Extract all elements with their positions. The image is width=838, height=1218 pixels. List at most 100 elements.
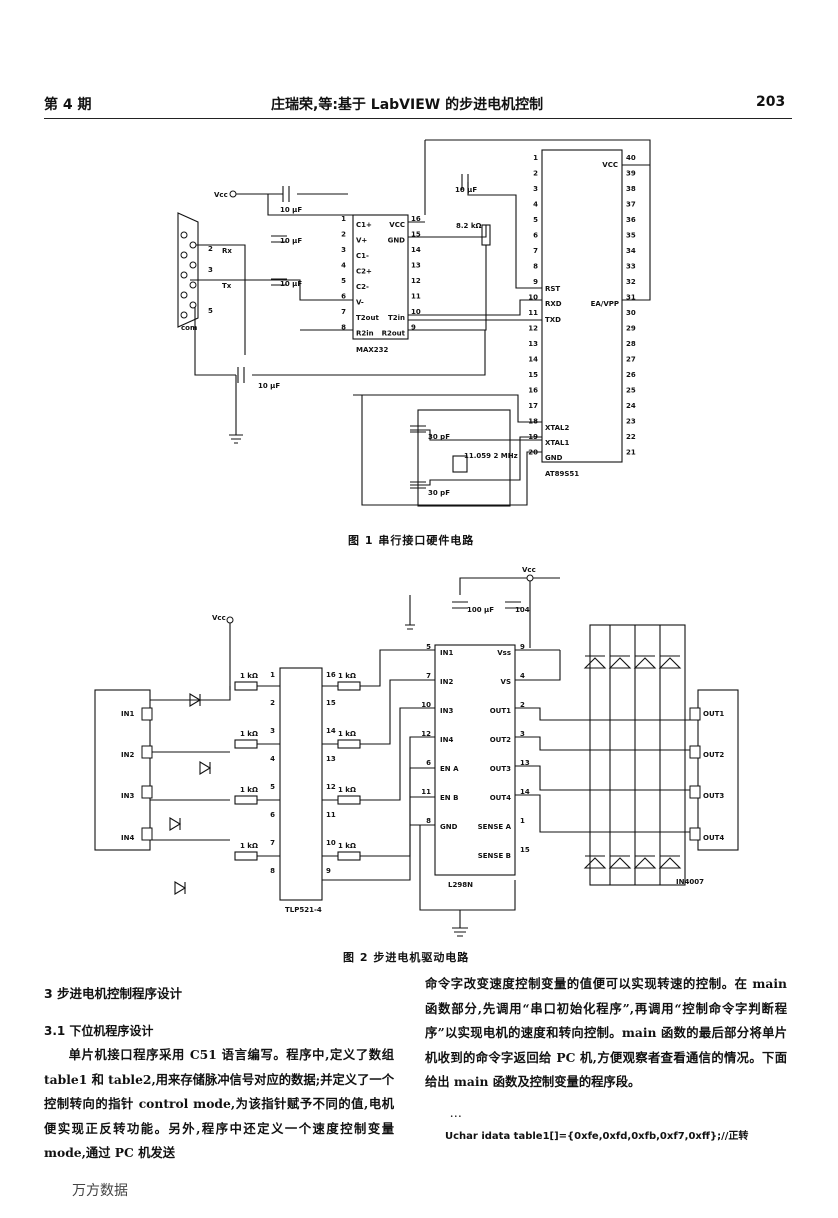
opto-pin-number: 8: [270, 867, 275, 875]
mcu-pin-number: 36: [626, 216, 636, 224]
l298-pin-number: 5: [426, 643, 431, 651]
mcu-pin-number: 31: [626, 294, 636, 302]
resistor-label: 1 kΩ: [338, 786, 356, 794]
section-3-heading: 3 步进电机控制程序设计: [44, 986, 183, 1001]
max232-pin-number: 5: [341, 277, 346, 285]
l298-pin-label: VS: [501, 678, 511, 686]
output-port-label: OUT2: [703, 751, 724, 759]
l298-pin-number: 1: [520, 817, 525, 825]
opto-pin-number: 2: [270, 699, 275, 707]
max232-pin-label: T2in: [388, 314, 405, 322]
mcu-pin-number: 24: [626, 402, 636, 410]
running-title: 庄瑞荣,等:基于 LabVIEW 的步进电机控制: [271, 97, 544, 113]
max232-pin-label: R2out: [382, 330, 406, 338]
right-column: 命令字改变速度控制变量的值便可以实现转速的控制。在 main 函数部分,先调用“…: [425, 972, 787, 1150]
mcu-pin-number: 32: [626, 278, 636, 286]
mcu-ea-label: EA/VPP: [591, 300, 619, 308]
mcu-pin-number: 3: [533, 185, 538, 193]
mcu-txd-label: TXD: [545, 316, 561, 324]
input-port-label: IN2: [121, 751, 134, 759]
cap-10uf-label: 10 μF: [280, 237, 302, 245]
max232-pin-number: 10: [411, 308, 421, 316]
l298-pin-number: 9: [520, 643, 525, 651]
mcu-pin-number: 14: [528, 356, 538, 364]
l298-pin-label: IN4: [440, 736, 453, 744]
opto-pin-number: 14: [326, 727, 336, 735]
output-port-label: OUT1: [703, 710, 724, 718]
mcu-pin-number: 38: [626, 185, 636, 193]
rx-label: Rx: [222, 247, 232, 255]
l298-pin-number: 10: [421, 701, 431, 709]
mcu-pin-number: 7: [533, 247, 538, 255]
resistor-label: 1 kΩ: [240, 730, 258, 738]
tx-label: Tx: [222, 282, 232, 290]
issue-number: 第 4 期: [44, 97, 92, 113]
l298-pin-label: SENSE B: [478, 852, 511, 860]
diode-label: IN4007: [676, 878, 704, 886]
max232-pin-number: 15: [411, 231, 421, 239]
watermark: 万方数据: [72, 1183, 128, 1199]
page-number: 203: [756, 94, 786, 110]
opto-pin-number: 7: [270, 839, 275, 847]
mcu-pin-number: 29: [626, 325, 636, 333]
mcu-pin-number: 11: [528, 309, 538, 317]
max232-pin-label: C2+: [356, 268, 372, 276]
max232-pin-number: 1: [341, 215, 346, 223]
header-rule: [44, 118, 792, 119]
cap-100uf-label: 100 μF: [467, 606, 494, 614]
l298-pin-number: 2: [520, 701, 525, 709]
mcu-pin-number: 37: [626, 201, 636, 209]
l298-pin-number: 14: [520, 788, 530, 796]
l298-pin-number: 3: [520, 730, 525, 738]
l298-pin-label: EN A: [440, 765, 459, 773]
mcu-vcc-label: VCC: [602, 161, 618, 169]
mcu-pin-number: 13: [528, 340, 538, 348]
max232-pin-label: C1-: [356, 252, 369, 260]
l298-pin-label: IN3: [440, 707, 453, 715]
mcu-pin-number: 19: [528, 433, 538, 441]
l298-pin-number: 6: [426, 759, 431, 767]
mcu-pin-number: 34: [626, 247, 636, 255]
max232-pin-number: 8: [341, 324, 346, 332]
opto-pin-number: 10: [326, 839, 336, 847]
mcu-pin-number: 18: [528, 418, 538, 426]
section-3-1-heading: 3.1 下位机程序设计: [44, 1023, 154, 1038]
mcu-pin-number: 17: [528, 402, 538, 410]
opto-pin-number: 12: [326, 783, 336, 791]
cap-30pf-label: 30 pF: [428, 489, 450, 497]
opto-pin-number: 3: [270, 727, 275, 735]
mcu-name: AT89S51: [545, 470, 579, 478]
max232-pin-label: GND: [388, 237, 406, 245]
mcu-pin-number: 4: [533, 201, 538, 209]
max232-pin-label: C1+: [356, 221, 372, 229]
cap-10uf-label: 10 μF: [280, 206, 302, 214]
mcu-pin-number: 12: [528, 325, 538, 333]
l298-pin-label: IN2: [440, 678, 453, 686]
mcu-pin-number: 9: [533, 278, 538, 286]
crystal-label: 11.059 2 MHz: [464, 452, 518, 460]
mcu-rxd-label: RXD: [545, 300, 562, 308]
vcc-label: Vcc: [214, 191, 228, 199]
max232-pin-number: 7: [341, 308, 346, 316]
mcu-pin-number: 33: [626, 263, 636, 271]
mcu-pin-number: 23: [626, 418, 636, 426]
max232-pin-number: 2: [341, 231, 346, 239]
mcu-pin-number: 15: [528, 371, 538, 379]
resistor-label: 1 kΩ: [240, 672, 258, 680]
l298-pin-number: 12: [421, 730, 431, 738]
mcu-xtal1-label: XTAL1: [545, 439, 570, 447]
cap-10uf-label: 10 μF: [455, 186, 477, 194]
max232-pin-number: 9: [411, 324, 416, 332]
max232-pin-label: T2out: [356, 314, 379, 322]
l298-pin-number: 7: [426, 672, 431, 680]
max232-pin-number: 11: [411, 293, 421, 301]
max232-pin-number: 16: [411, 215, 421, 223]
mcu-pin-number: 21: [626, 449, 636, 457]
input-port-label: IN1: [121, 710, 134, 718]
opto-pin-number: 15: [326, 699, 336, 707]
cap-10uf-label: 10 μF: [280, 280, 302, 288]
mcu-pin-number: 5: [533, 216, 538, 224]
l298-pin-label: OUT1: [490, 707, 511, 715]
opto-pin-number: 9: [326, 867, 331, 875]
